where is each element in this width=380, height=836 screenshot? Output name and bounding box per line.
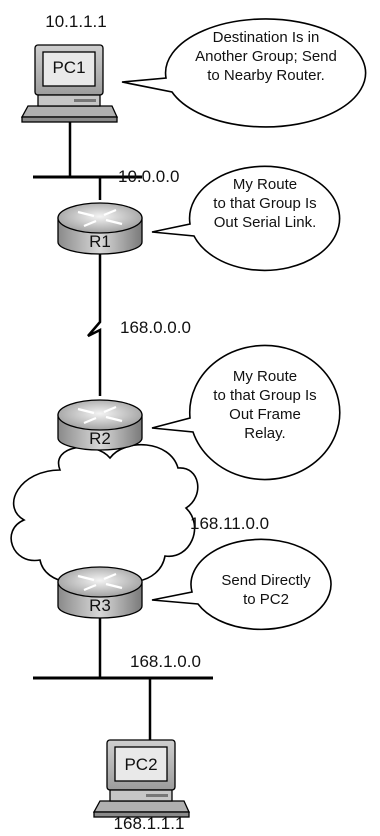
r3-speech-bubble [151,538,332,631]
r1-speech-bubble [151,165,341,272]
pc1-icon [20,44,119,123]
pc2-icon [92,739,191,818]
router-r3-icon [57,566,143,619]
links [33,120,213,740]
router-r2-icon [57,399,143,451]
router-r1-icon [57,202,143,255]
serial-link-icon [87,252,102,396]
pc1-speech-bubble [121,18,367,128]
cloud-icon [10,444,199,583]
r2-speech-bubble [151,344,341,481]
